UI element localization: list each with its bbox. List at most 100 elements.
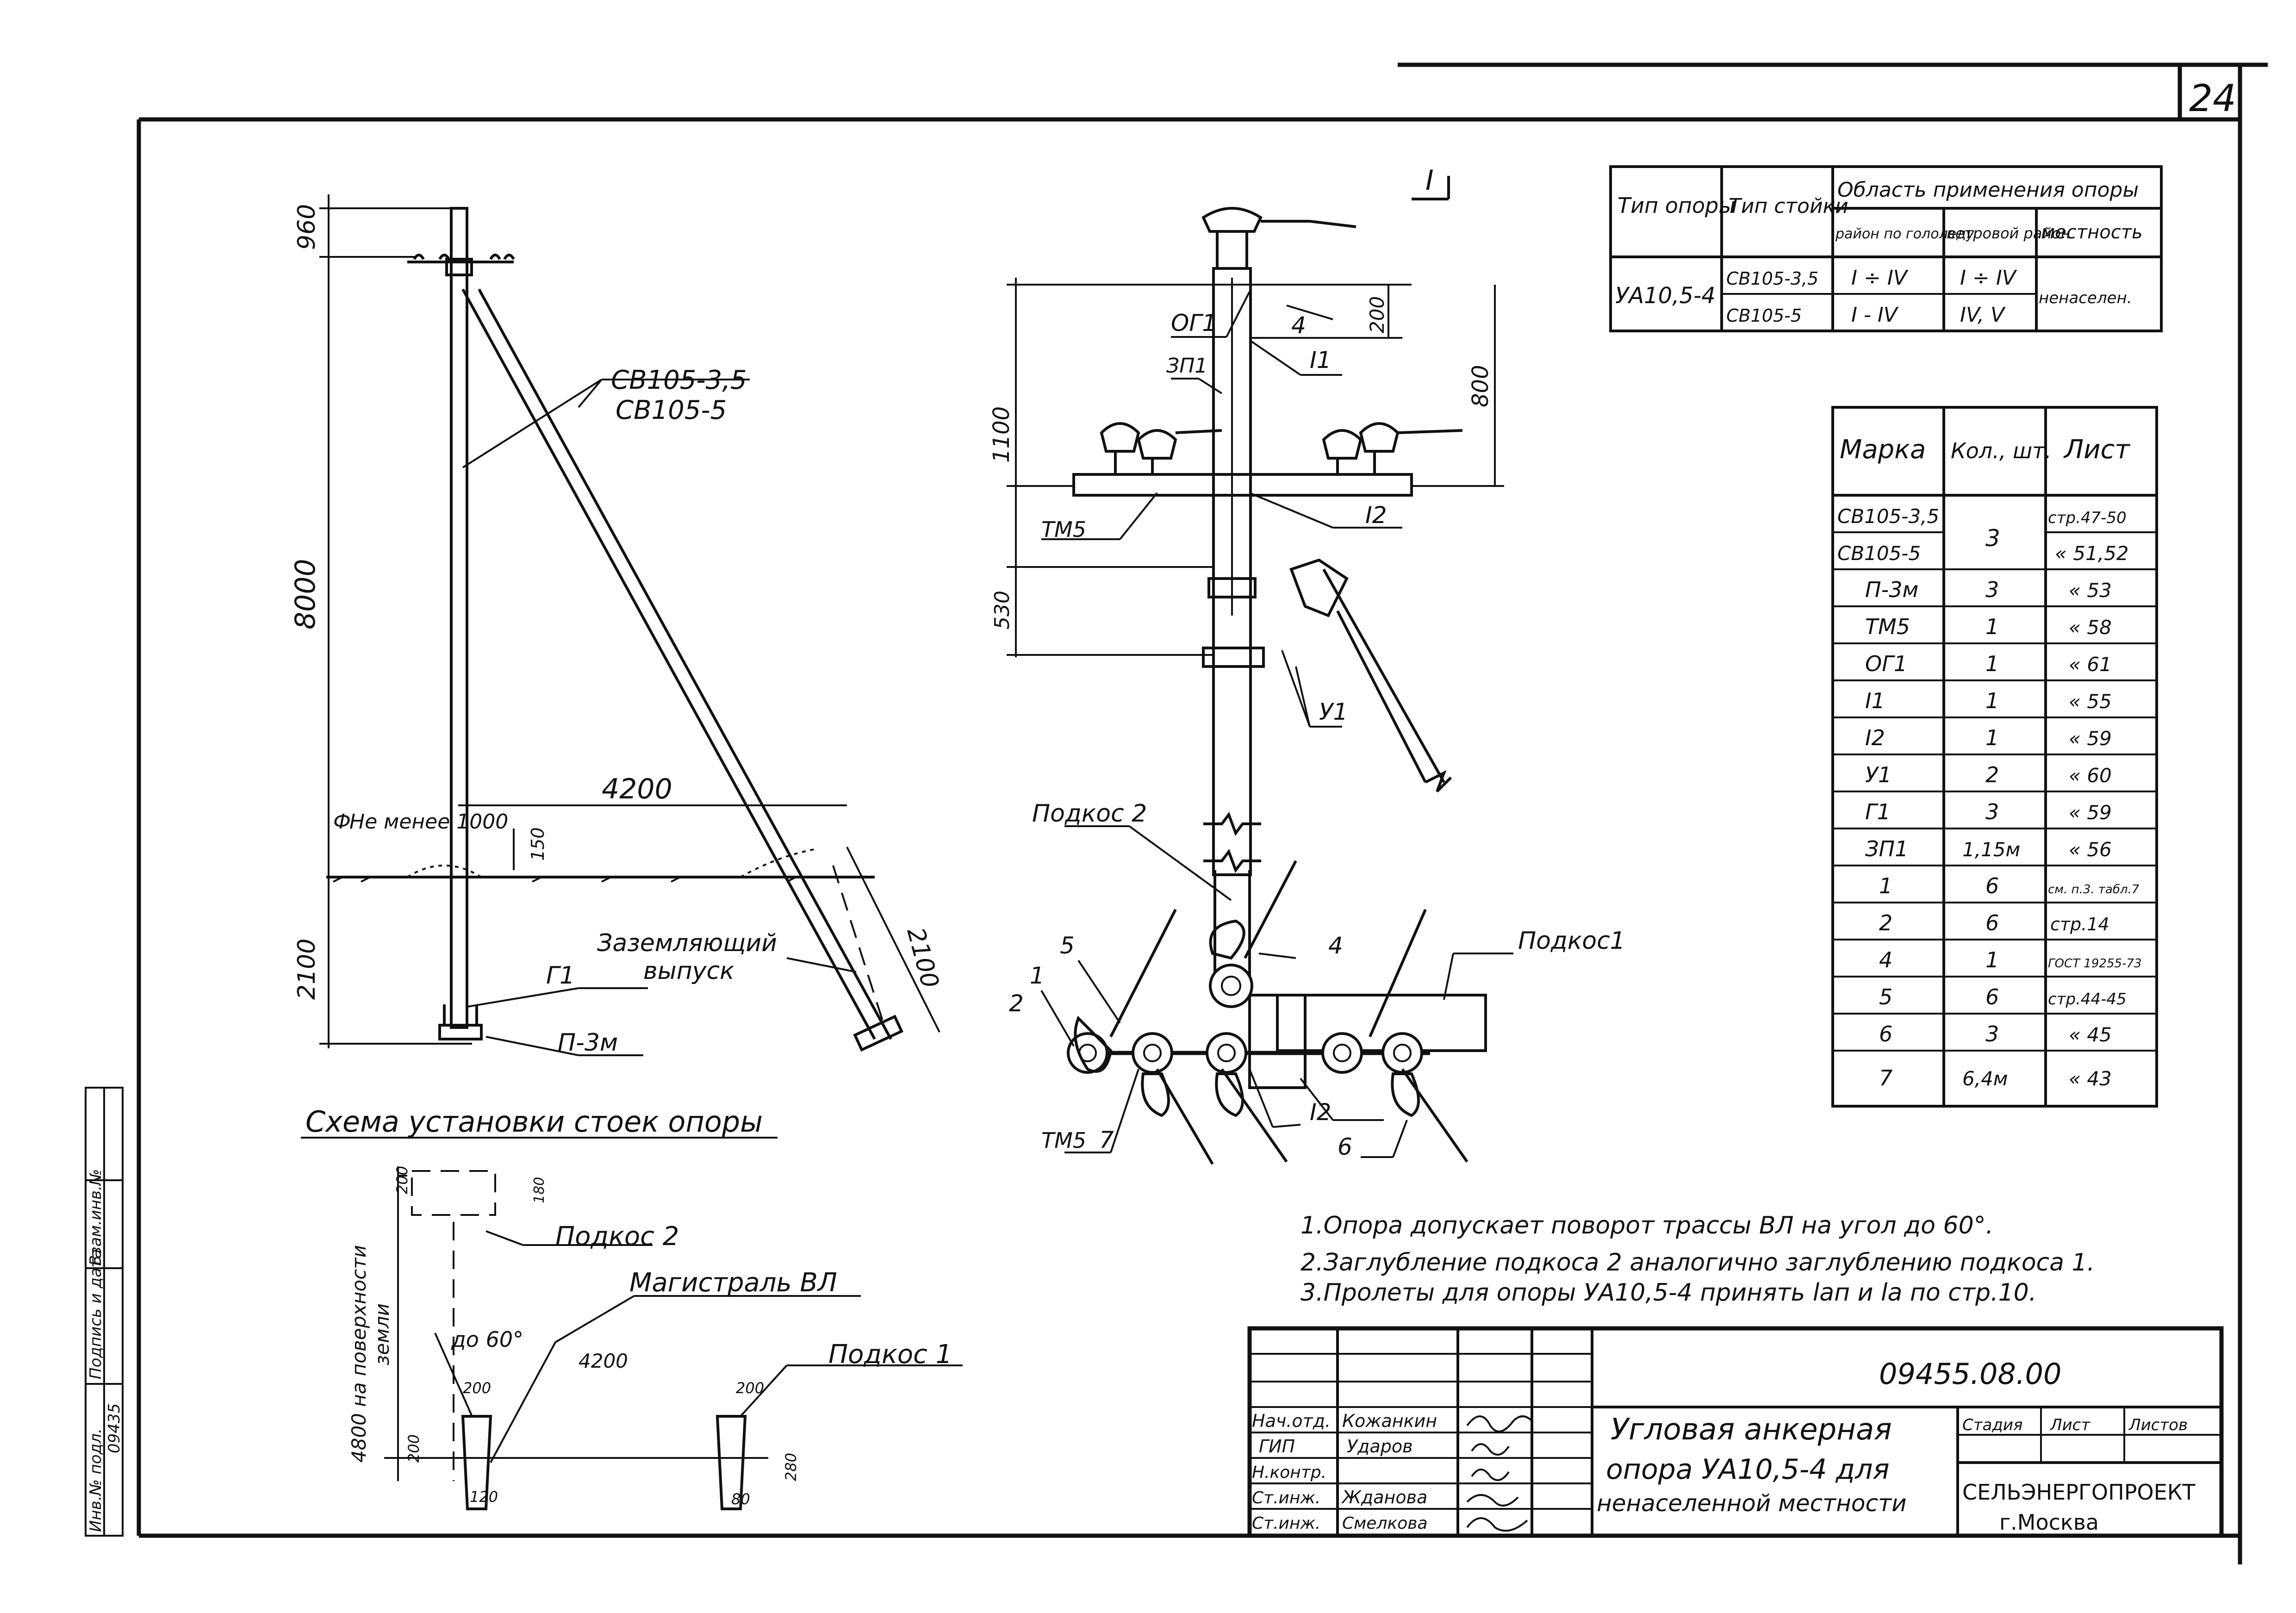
spec-h-sheet: Лист	[2063, 435, 2130, 465]
spec-mark: I1	[1865, 688, 1885, 713]
name-4: Жданова	[1341, 1487, 1427, 1507]
doc-code: 09455.08.00	[1879, 1357, 2061, 1391]
spec-sheet: « 55	[2069, 690, 2112, 713]
center-dim-1100: 1100	[989, 406, 1014, 463]
center-podkos1: Подкос1	[1518, 927, 1625, 955]
spec-sheet: « 59	[2069, 801, 2112, 824]
spec-sheet: « 43	[2069, 1067, 2112, 1090]
spec-sheet: стр.47-50	[2048, 509, 2127, 527]
label-og1: ОГ1	[1171, 310, 1217, 336]
spec-h-mark: Марка	[1840, 435, 1926, 465]
scheme-podkos2: Подкос 2	[555, 1221, 679, 1252]
scheme-dim-280: 280	[782, 1453, 800, 1481]
dim-150: 150	[528, 827, 548, 861]
sheet-header: Лист	[2049, 1416, 2091, 1434]
spec-qty: 1	[1985, 725, 1999, 750]
label-tm5: ТМ5	[1041, 517, 1086, 542]
spec-qty: 3	[1985, 799, 1999, 824]
side-stamp-sign: Подпись и дата	[87, 1249, 105, 1379]
bottom-label-5: 5	[1060, 932, 1075, 959]
bottom-label-7: 7	[1099, 1127, 1114, 1153]
spec-h-qty: Кол., шт.	[1951, 438, 2052, 463]
earth-label-2: выпуск	[643, 957, 734, 985]
spec-sheet: « 51,52	[2055, 542, 2129, 565]
role-4: Ст.инж.	[1252, 1488, 1320, 1507]
scheme-dim-120: 120	[470, 1488, 498, 1506]
post-label-2: СВ105-5	[616, 395, 727, 425]
scheme-dim-200-b: 200	[405, 1434, 423, 1463]
app-h-place: местность	[2041, 222, 2143, 243]
spec-mark: 1	[1879, 873, 1892, 898]
spec-qty: 3	[1985, 525, 2000, 552]
spec-sheet: « 53	[2069, 579, 2112, 602]
left-pole-view	[319, 194, 940, 1056]
spec-sheet: « 59	[2069, 727, 2112, 750]
app-h-type-st: Тип стойки	[1729, 194, 1848, 218]
title-line-1: Угловая анкерная	[1611, 1413, 1892, 1447]
bottom-label-2: 2	[1009, 990, 1024, 1017]
scheme-vdim-1: 4800 на поверхности	[348, 1245, 370, 1463]
spec-qty: 2	[1985, 762, 1999, 787]
part-p3: П-3м	[558, 1029, 618, 1057]
spec-mark: ЗП1	[1865, 836, 1908, 861]
spec-sheet: « 60	[2069, 764, 2112, 787]
application-table	[1609, 165, 2163, 332]
app-h-type-op: Тип опоры	[1618, 193, 1736, 218]
label-i1: I1	[1310, 347, 1332, 374]
post-label-1: СВ105-3,5	[611, 365, 747, 395]
title-line-2: опора УА10,5-4 для	[1606, 1453, 1890, 1486]
title-block	[1247, 1326, 2224, 1538]
label-i2: I2	[1365, 502, 1387, 529]
spec-table	[1831, 406, 2158, 1108]
bottom-label-tm5: ТМ5	[1041, 1128, 1086, 1153]
spec-sheet: см. п.3. табл.7	[2048, 883, 2140, 897]
center-podkos2: Подкос 2	[1032, 800, 1147, 828]
name-5: Смелкова	[1342, 1514, 1428, 1533]
scheme-dim-200-a: 200	[463, 1379, 491, 1397]
spec-mark: 4	[1879, 947, 1892, 972]
scheme-podkos1: Подкос 1	[828, 1339, 952, 1370]
app-r2-stoika: СВ105-5	[1726, 305, 1802, 326]
org-city: г.Москва	[1999, 1510, 2099, 1535]
scheme-vdim-2: земли	[371, 1303, 393, 1365]
section-mark: I	[1425, 164, 1434, 197]
part-g1: Г1	[546, 962, 575, 990]
side-stamp-inv: Инв.№ подл.	[87, 1428, 105, 1532]
app-r1-ice: I ÷ IV	[1851, 266, 1909, 290]
scheme-angle: до 60°	[451, 1327, 523, 1352]
side-stamp: Инв.№ подл. Подпись и дата Взам.инв.№ 09…	[85, 1087, 124, 1537]
app-r1-opora: УА10,5-4	[1615, 283, 1716, 309]
app-r1-stoika: СВ105-3,5	[1726, 268, 1818, 289]
scheme-drawing	[384, 1166, 963, 1510]
spec-qty: 1,15м	[1962, 838, 2020, 861]
sheets-header: Листов	[2128, 1416, 2188, 1434]
signatures	[1466, 1415, 1533, 1532]
spec-qty: 6	[1985, 910, 1999, 935]
name-2: Ударов	[1347, 1436, 1412, 1457]
spec-mark: СВ105-5	[1837, 542, 1921, 565]
bottom-label-6: 6	[1338, 1133, 1352, 1160]
label-zp1: ЗП1	[1166, 354, 1207, 378]
bottom-label-4: 4	[1328, 932, 1343, 959]
dim-2100-left: 2100	[293, 939, 321, 1000]
ground-note: Не менее 1000	[349, 810, 508, 834]
side-stamp-vzam: Взам.инв.№	[87, 1169, 105, 1266]
scheme-dim-80: 80	[731, 1490, 750, 1508]
side-stamp-number: 09435	[105, 1403, 124, 1453]
center-dim-200: 200	[1366, 296, 1388, 333]
spec-qty: 6,4м	[1962, 1067, 2008, 1090]
role-1: Нач.отд.	[1252, 1411, 1331, 1431]
note-2: 2.Заглубление подкоса 2 аналогично заглу…	[1300, 1249, 2095, 1277]
spec-mark: I2	[1865, 725, 1885, 750]
bottom-label-1: 1	[1030, 962, 1045, 989]
spec-qty: 6	[1985, 984, 1999, 1009]
spec-mark: 5	[1879, 984, 1892, 1009]
role-2: ГИП	[1259, 1436, 1295, 1457]
scheme-dim-4200: 4200	[579, 1350, 628, 1372]
spec-qty: 1	[1985, 688, 1999, 713]
spec-mark: СВ105-3,5	[1837, 505, 1939, 528]
dim-960: 960	[293, 204, 321, 250]
center-pole-view	[1007, 176, 1513, 1165]
page-number: 24	[2189, 77, 2236, 120]
